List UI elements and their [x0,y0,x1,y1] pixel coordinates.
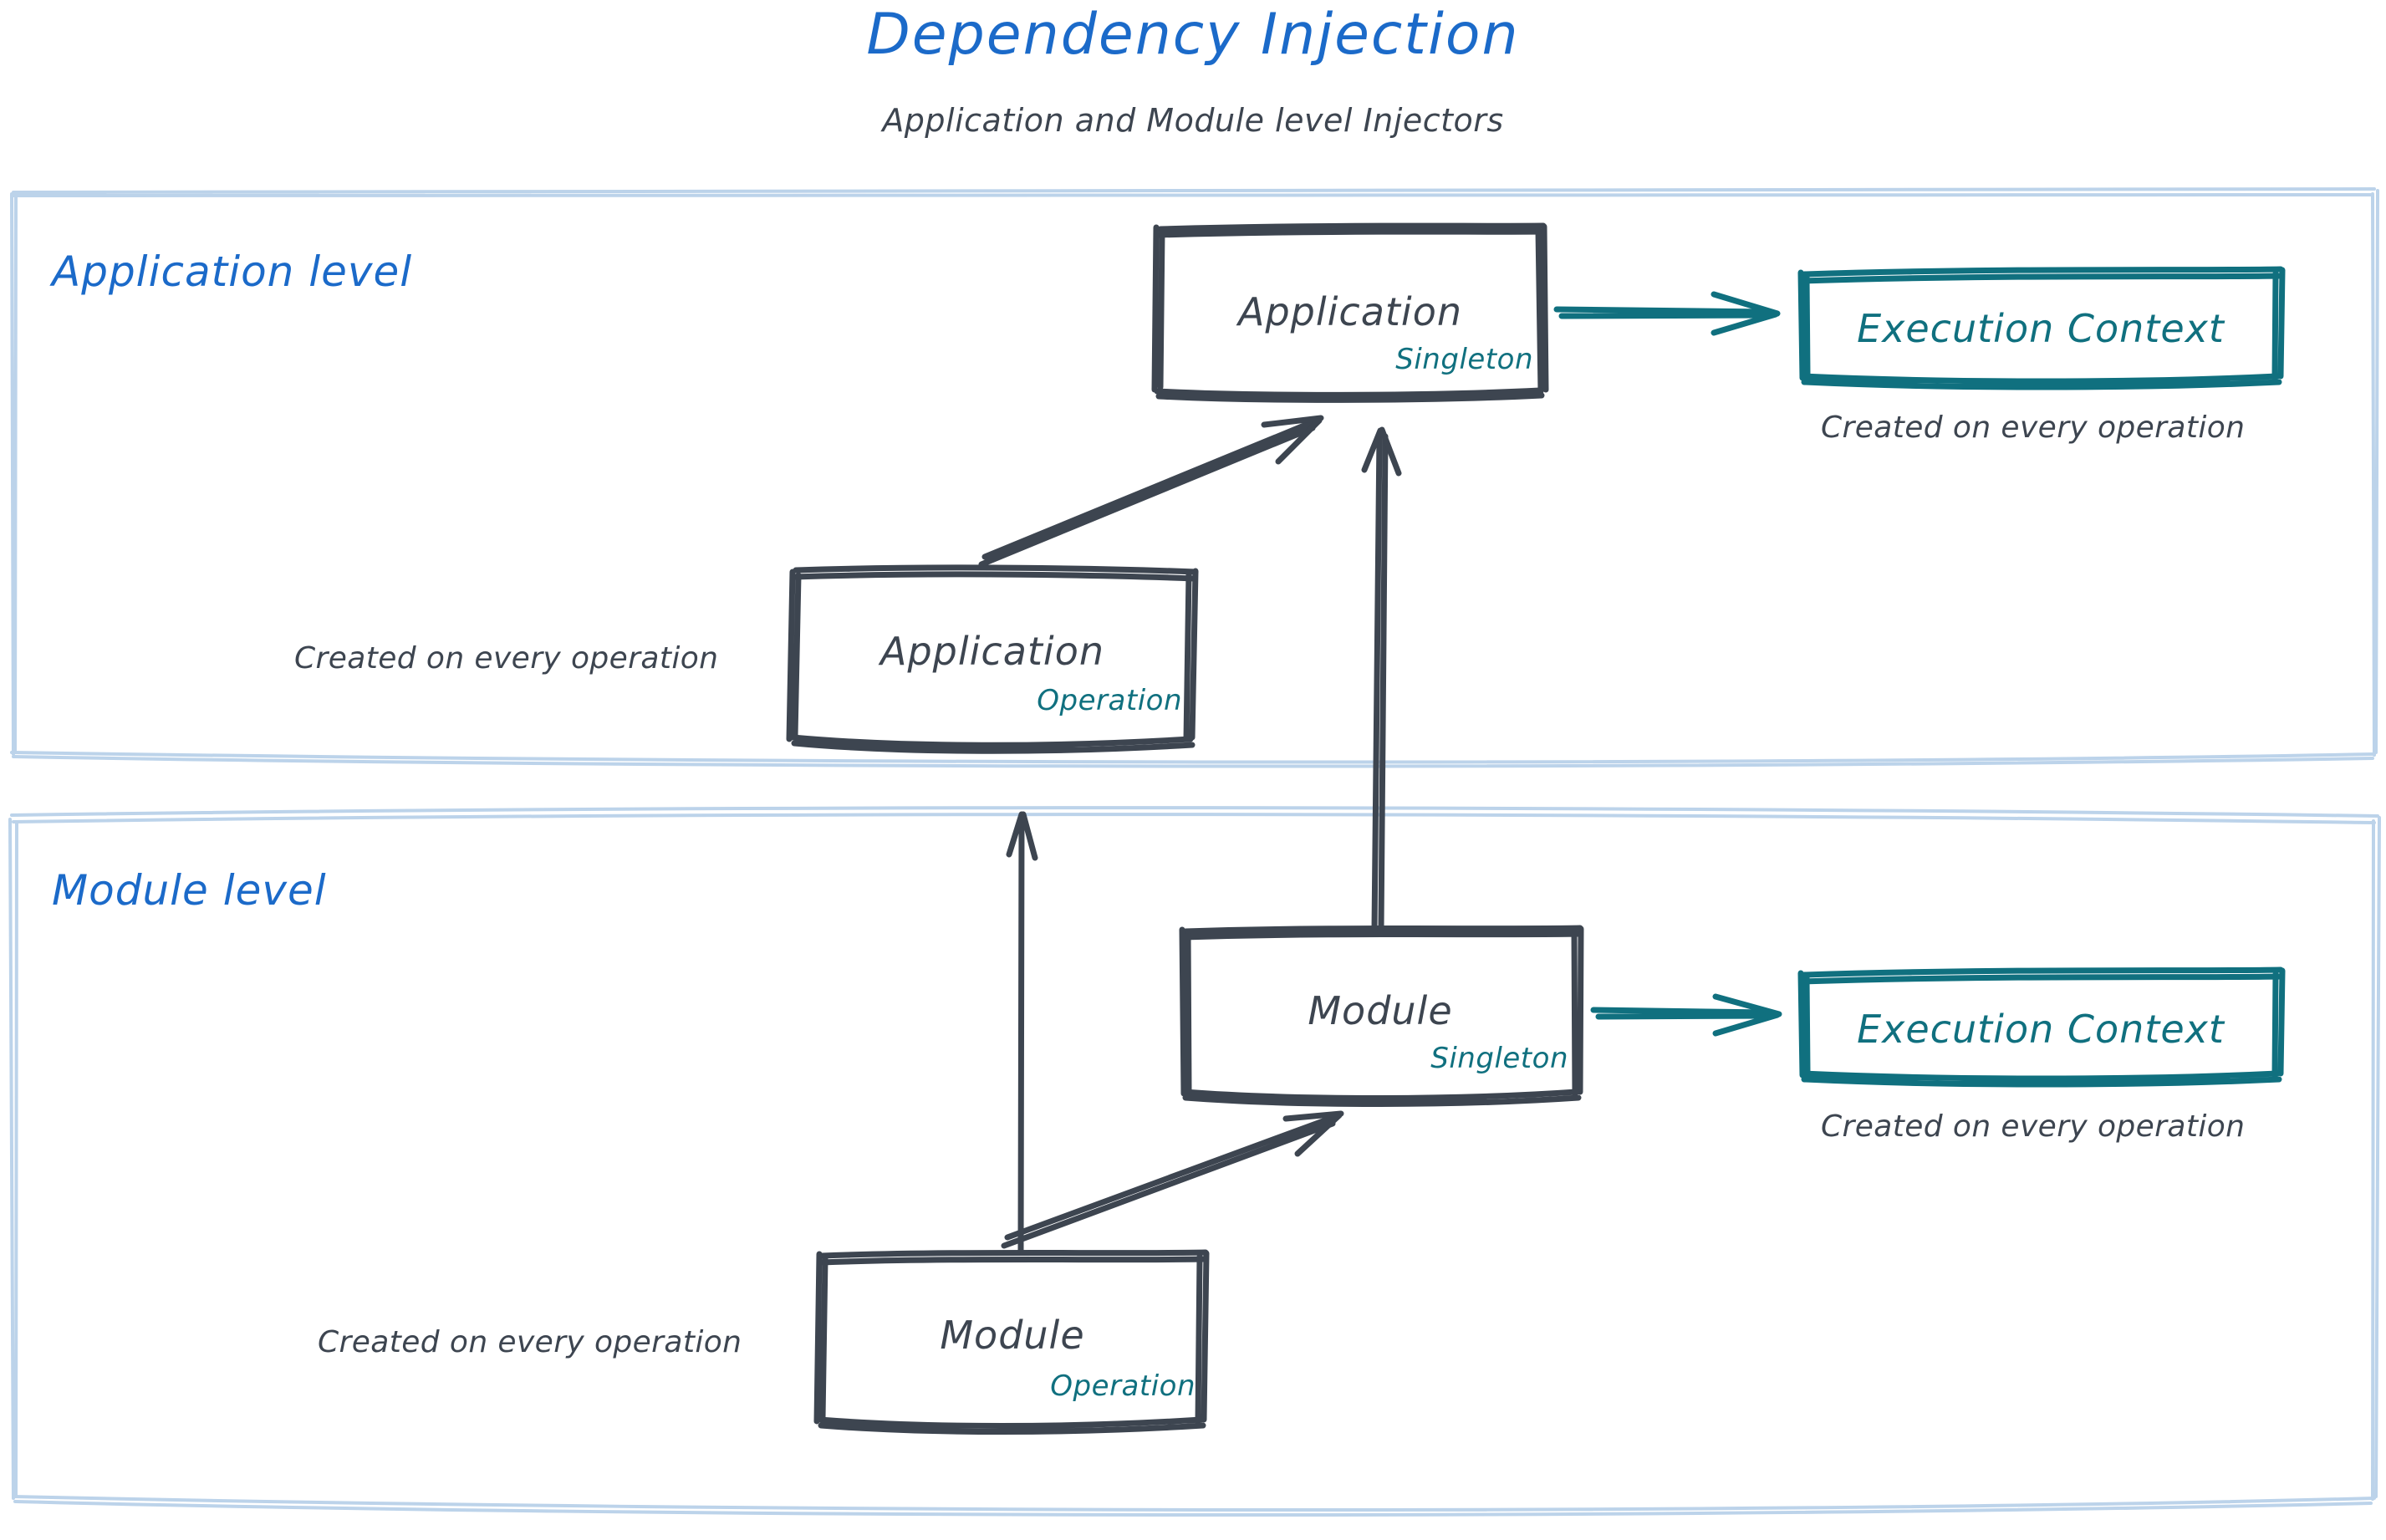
node-name: Execution Context [1857,1007,2225,1052]
node-scope-badge: Singleton [1395,343,1533,376]
node-scope-badge: Singleton [1430,1042,1568,1075]
node-module-singleton[interactable]: Module Singleton [1180,926,1580,1094]
arrow-modop-to-appop [1006,811,1038,1254]
node-name: Application [879,629,1105,674]
node-name: Module [940,1313,1085,1358]
page-subtitle: Application and Module level Injectors [882,102,1504,139]
node-name: Application [1237,289,1463,334]
arrow-modsingleton-to-appsingleton [1361,426,1402,933]
node-application-singleton[interactable]: Application Singleton [1155,224,1545,391]
caption-module-operation: Created on every operation [318,1325,742,1359]
node-execution-context-application[interactable]: Execution Context [1799,269,2282,378]
arrow-modsingleton-to-ctxmod [1590,993,1782,1037]
node-application-operation[interactable]: Application Operation [791,565,1194,742]
node-name: Module [1308,988,1453,1033]
caption-execution-context-application: Created on every operation [1821,410,2246,445]
section-label-application-level: Application level [52,247,413,296]
caption-execution-context-module: Created on every operation [1821,1109,2246,1144]
node-scope-badge: Operation [1037,684,1182,717]
node-module-operation[interactable]: Module Operation [818,1251,1207,1423]
caption-application-operation: Created on every operation [294,641,719,676]
node-execution-context-module[interactable]: Execution Context [1799,970,2282,1075]
node-scope-badge: Operation [1050,1369,1196,1403]
arrow-appop-to-appsingleton [978,415,1324,568]
page-title: Dependency Injection [866,2,1520,68]
arrow-appsingleton-to-ctxapp [1553,291,1781,336]
node-name: Execution Context [1857,306,2225,351]
arrow-modop-to-modsingleton [1001,1110,1344,1249]
section-label-module-level: Module level [52,866,327,915]
